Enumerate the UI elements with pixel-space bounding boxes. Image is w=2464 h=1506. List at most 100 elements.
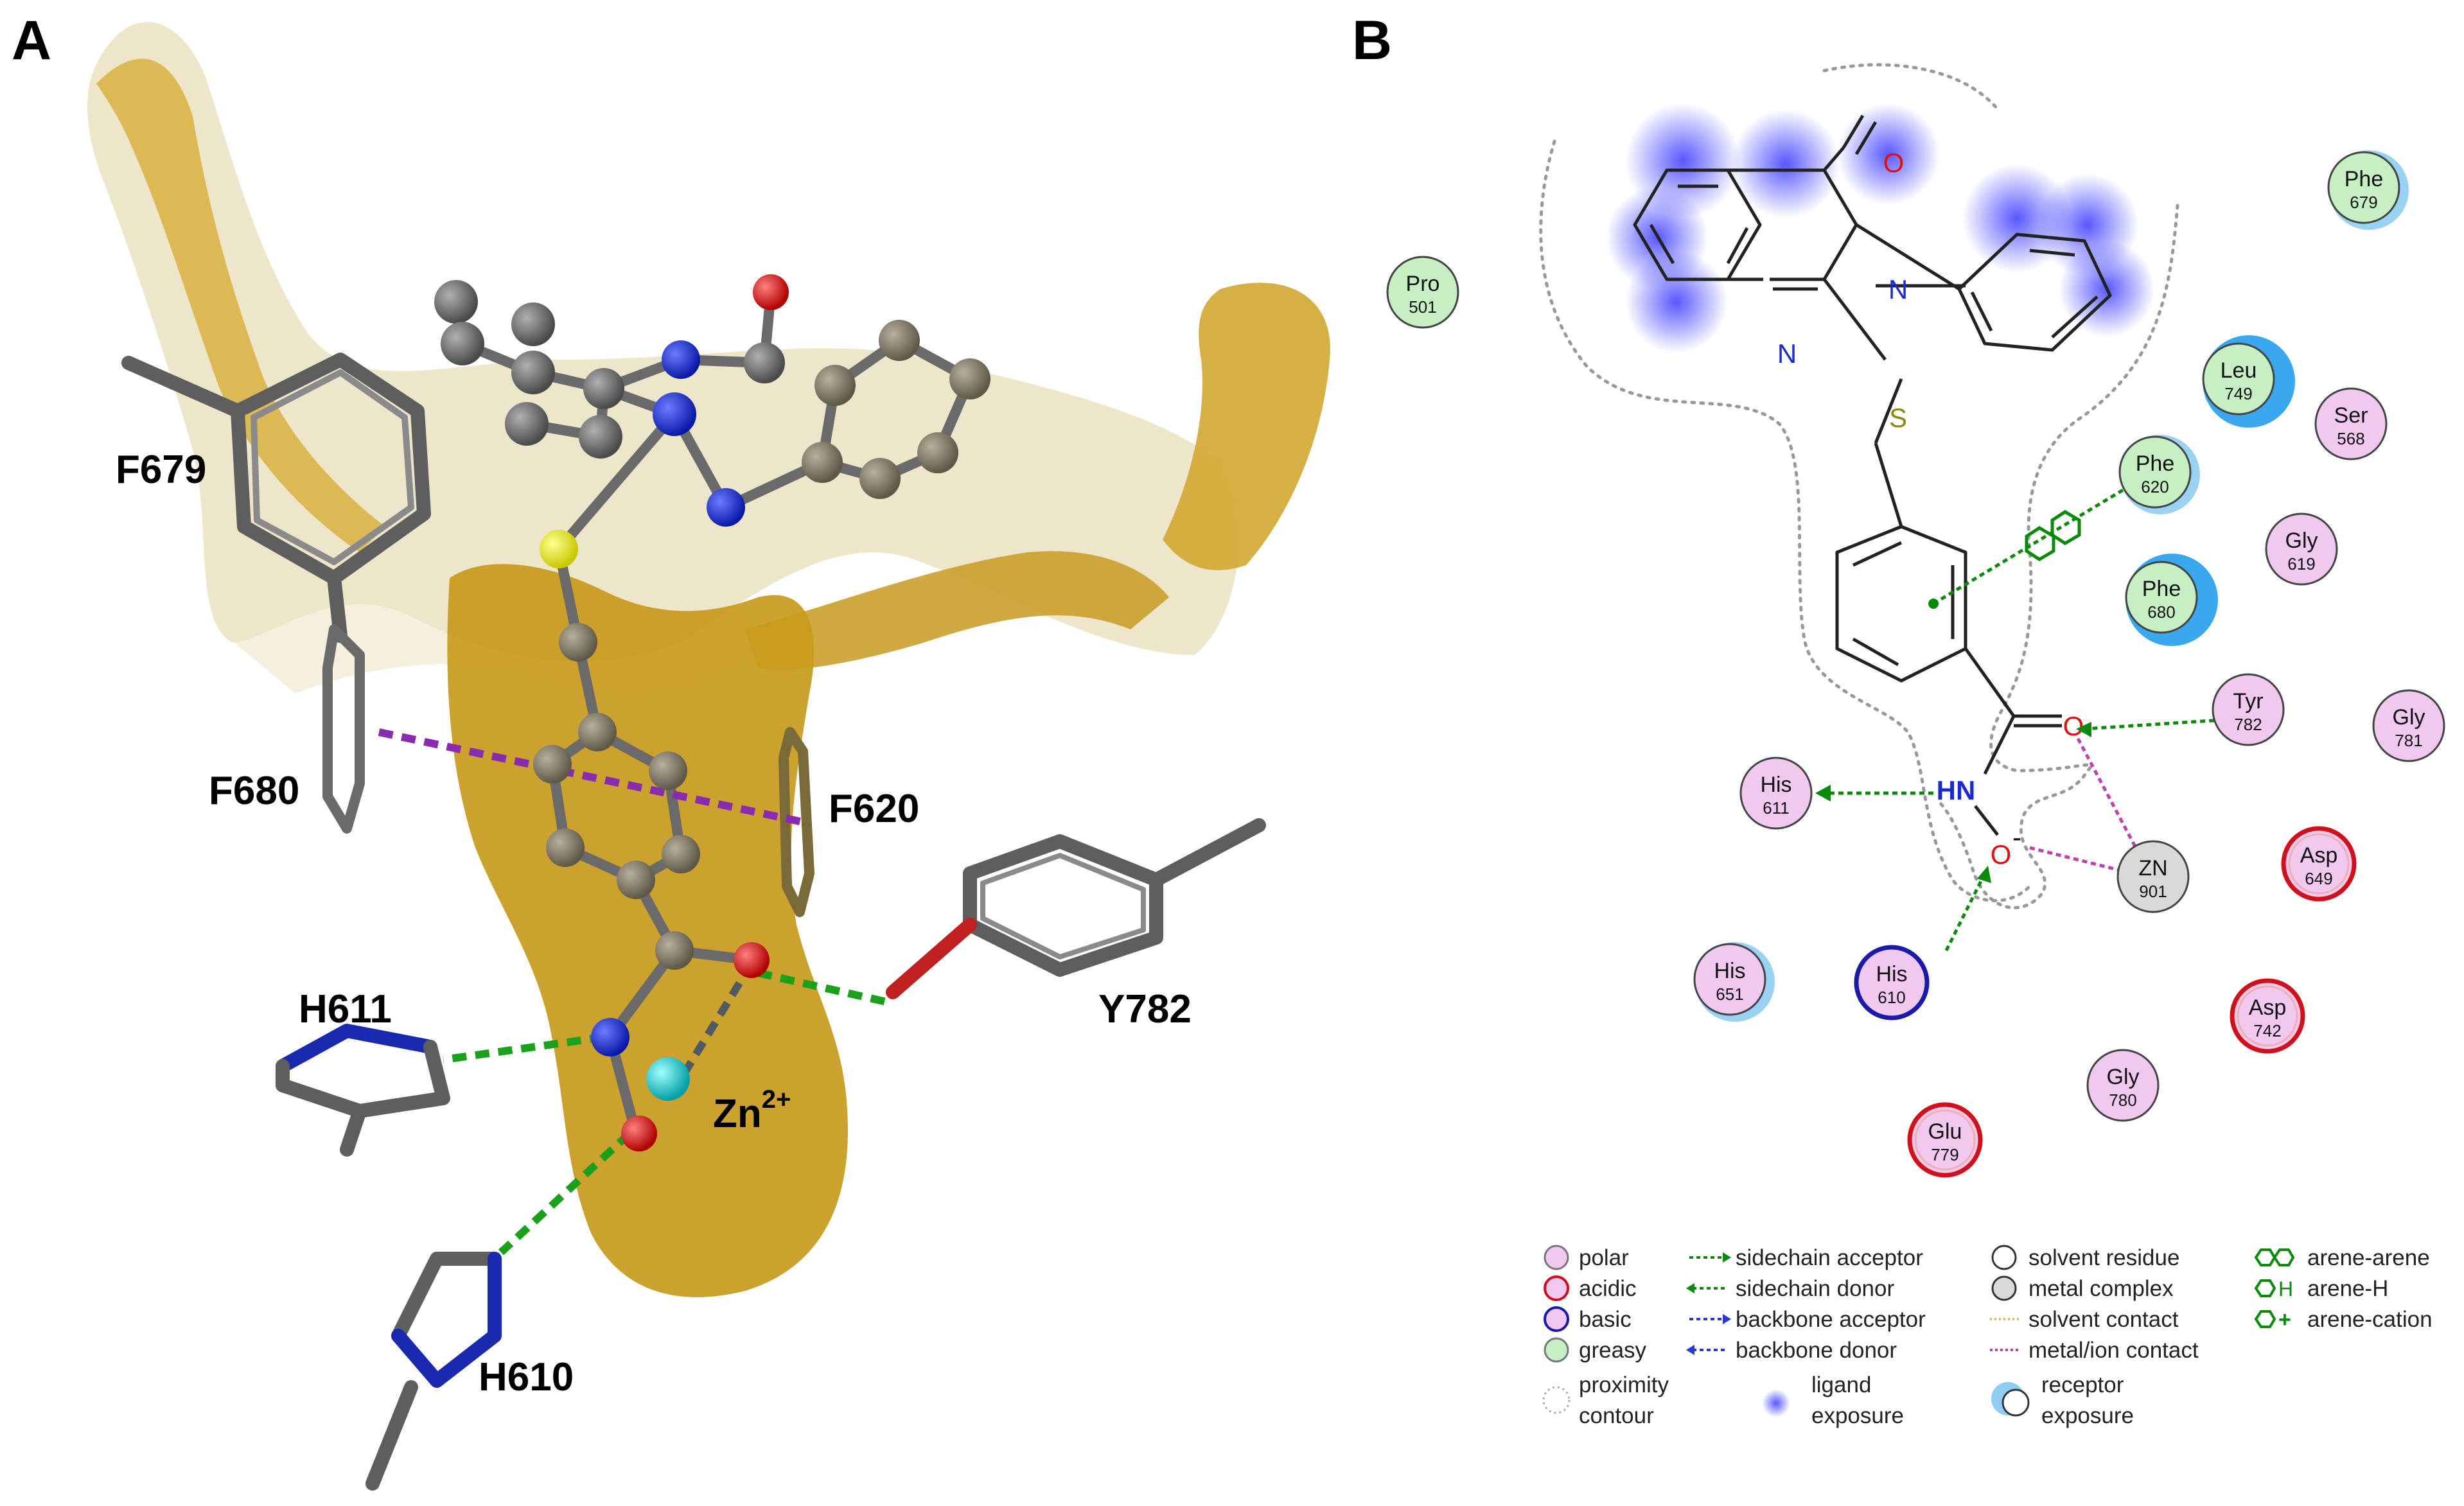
label-h611: H611 [299,987,392,1031]
atom-s: S [1889,403,1907,433]
residue-number: 749 [2224,384,2252,403]
ligand-2d-bonds [1633,114,2112,836]
residue-number: 501 [1409,297,1436,317]
arene-centroid [1928,599,1939,609]
residue-number: 901 [2139,882,2167,901]
svg-text:+: + [2278,1308,2291,1332]
legend-arene-cation: arene-cation [2307,1307,2433,1332]
legend-receptor-exposure-2: exposure [2041,1403,2134,1428]
residue-number: 619 [2287,554,2315,574]
residue-name: His [1760,773,1791,797]
legend-sidechain-donor: sidechain donor [1736,1276,1894,1301]
interactions-3d [378,728,888,1256]
residue-number: 782 [2234,715,2262,734]
proximity-contour [1539,63,2179,909]
residue-h610-sticks [365,1252,502,1491]
legend-metal-complex: metal complex [2028,1276,2174,1301]
label-f679: F679 [116,448,206,492]
label-y782: Y782 [1098,987,1192,1031]
residue-name: Phe [2136,451,2175,476]
residue-name: Pro [1406,272,1440,296]
pocket-surface-pale [87,22,1238,661]
residue-number: 780 [2109,1090,2136,1110]
panel-b: B [1352,10,2445,1428]
legend-solvent-contact: solvent contact [2028,1307,2179,1332]
residue-name: ZN [2138,856,2167,880]
residue-name: Asp [2249,995,2287,1020]
legend-swatch-ligand-exposure [1762,1389,1790,1417]
legend-ligand-exposure-1: ligand [1811,1372,1871,1397]
residue-number: 649 [2305,869,2332,888]
residue-discs: Pro501Phe679Leu749Ser568Phe620Gly619Phe6… [1386,150,2445,1178]
pocket-surface-main [447,564,848,1297]
residue-name: Asp [2300,843,2338,868]
legend-receptor-exposure-1: receptor [2041,1372,2124,1397]
atom-n-imine: N [1777,338,1797,369]
ligand-exposure-halos [1606,103,2155,353]
residue-number: 742 [2253,1021,2281,1040]
legend-polar: polar [1579,1245,1629,1270]
arene-arene-icon [2025,510,2081,561]
atom-n-ring: N [1888,274,1908,304]
residue-name: Tyr [2233,689,2263,714]
arrow-his611 [1815,785,1831,801]
legend-arene-icons [2254,1248,2295,1328]
panel-a-labels: F679 F680 F620 H611 Y782 Zn2+ H610 [116,448,1192,1399]
pocket-surface-ribbon-mid [745,551,1169,670]
residue-name: His [1876,962,1907,986]
legend-backbone-donor: backbone donor [1736,1338,1897,1363]
legend-basic: basic [1579,1307,1632,1332]
residue-his-651: His 651 [1693,942,1775,1022]
atom-charge: - [2012,822,2021,852]
residue-h611-sticks [276,1024,450,1157]
legend-arene-h: arene-H [2307,1276,2388,1301]
residue-name: Ser [2334,403,2368,428]
pocket-surface-ribbon-right [1163,283,1330,570]
residue-name: Phe [2345,167,2384,191]
panel-a-letter: A [12,10,51,71]
legend-proximity-2: contour [1579,1403,1654,1428]
atom-nh: HN [1937,775,1976,805]
interactions-2d [1824,486,2233,952]
atom-o-amide: O [2063,711,2084,741]
residue-y782-sticks [886,818,1266,999]
residue-f679-sticks [121,353,431,643]
residue-f620-sticks [779,727,814,917]
residue-number: 680 [2147,602,2175,622]
legend-swatch-acidic [1544,1275,1569,1301]
label-zinc: Zn2+ [713,1085,791,1136]
legend: polar acidic basic greasy proximity cont… [1542,1245,2433,1428]
residue-number: 679 [2350,193,2377,212]
legend-greasy: greasy [1579,1338,1647,1363]
residue-number: 651 [1716,985,1743,1004]
pocket-surface-ribbon-left [96,58,385,552]
legend-swatch-proximity [1542,1386,1571,1414]
residue-zn-901: ZN 901 [2116,840,2190,913]
residue-name: Gly [2107,1065,2140,1089]
legend-proximity-1: proximity [1579,1372,1669,1397]
svg-text:H: H [2278,1277,2293,1300]
legend-swatch-solvent-residue [1991,1245,2017,1270]
legend-solvent-residue: solvent residue [2028,1245,2179,1270]
legend-ligand-exposure-2: exposure [1811,1403,1904,1428]
label-f680: F680 [209,769,299,813]
panel-b-letter: B [1352,10,1392,71]
residue-name: His [1714,959,1745,983]
label-f620: F620 [829,787,919,831]
atom-o-carbonyl: O [1883,148,1905,178]
legend-backbone-acceptor: backbone acceptor [1736,1307,1926,1332]
residue-name: Leu [2221,358,2257,383]
